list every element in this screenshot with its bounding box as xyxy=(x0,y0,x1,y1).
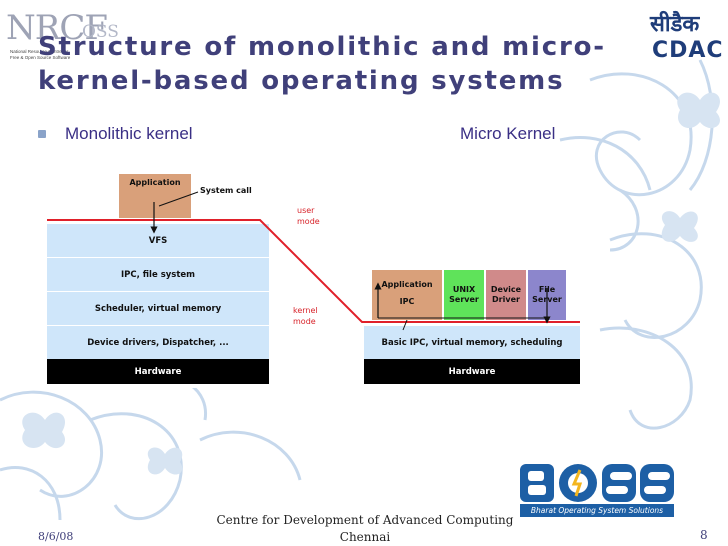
mono-scheduler-layer: Scheduler, virtual memory xyxy=(47,291,269,325)
cdac-logo-latin: CDAC xyxy=(652,38,724,63)
device-driver-box: Device Driver xyxy=(486,270,526,320)
mono-ipc-fs-layer: IPC, file system xyxy=(47,257,269,291)
micro-hardware-layer: Hardware xyxy=(364,359,580,384)
nrcfoss-logo-line-1: National Resource Centre for xyxy=(10,49,69,54)
nrcfoss-logo-suffix: OSS xyxy=(82,22,119,42)
boss-logo: Bharat Operating System Solutions xyxy=(516,462,678,522)
footer-organization: Centre for Development of Advanced Compu… xyxy=(216,513,514,544)
mode-boundary-line xyxy=(47,219,580,323)
nrcfoss-logo-line-2: Free & Open Source Software xyxy=(10,55,71,60)
bullet-micro-kernel: Micro Kernel xyxy=(460,124,556,143)
mono-vfs-layer: VFS xyxy=(47,223,269,257)
micro-ipc-label: IPC xyxy=(399,297,415,306)
nrcfoss-logo: NRCF OSS National Resource Centre for Fr… xyxy=(6,6,119,68)
micro-application-box: Application IPC xyxy=(372,270,442,320)
cdac-logo-hindi: सीडैक xyxy=(650,12,700,37)
mono-hardware-layer: Hardware xyxy=(47,359,269,384)
page-number: 8 xyxy=(700,528,708,542)
bullet-icon xyxy=(38,130,46,138)
cdac-logo: सीडैक CDAC xyxy=(646,8,724,68)
kernel-mode-label: kernel mode xyxy=(293,306,318,326)
nrcfoss-logo-text: NRCF xyxy=(6,8,108,48)
kernel-structure-diagram: Application System call VFS IPC, file sy… xyxy=(41,170,580,388)
footer-date: 8/6/08 xyxy=(38,530,74,543)
user-mode-label: user mode xyxy=(297,206,320,226)
micro-basic-layer: Basic IPC, virtual memory, scheduling xyxy=(364,325,580,359)
diagram-lines xyxy=(47,191,580,331)
micro-application-label: Application xyxy=(381,280,433,289)
mono-application-box: Application xyxy=(119,174,191,218)
mono-drivers-layer: Device drivers, Dispatcher, ... xyxy=(47,325,269,359)
ipc-pointer xyxy=(402,319,408,331)
boss-logo-mark xyxy=(520,464,674,502)
slide-title: Structure of monolithic and micro-kernel… xyxy=(38,32,606,96)
system-call-pointer xyxy=(158,191,199,207)
unix-server-box: UNIX Server xyxy=(444,270,484,320)
system-call-label: System call xyxy=(200,186,252,195)
bullet-monolithic-kernel: Monolithic kernel xyxy=(65,124,193,143)
boss-tagline: Bharat Operating System Solutions xyxy=(520,504,674,517)
